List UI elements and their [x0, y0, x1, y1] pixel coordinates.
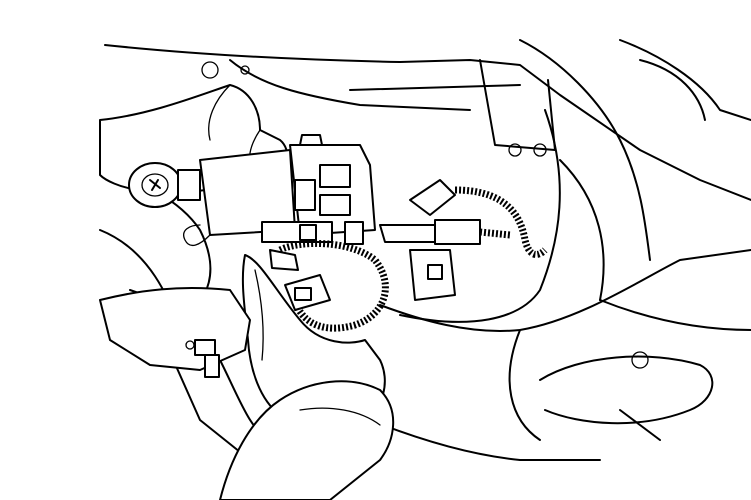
ignition-key — [128, 162, 201, 208]
key-logo-icon — [149, 179, 161, 191]
bracket — [409, 249, 456, 301]
bolt-icon — [508, 143, 522, 157]
harness-connector — [379, 179, 548, 258]
bolt-icon — [533, 143, 547, 157]
bolt-icon — [631, 351, 649, 369]
bolt-icon — [240, 65, 250, 75]
wire-harness-loop — [278, 240, 389, 332]
bolt-icon — [201, 61, 219, 79]
ignition-switch-assembly — [183, 134, 376, 247]
steering-column-cover — [99, 287, 251, 378]
forearm-sleeve — [219, 380, 395, 500]
